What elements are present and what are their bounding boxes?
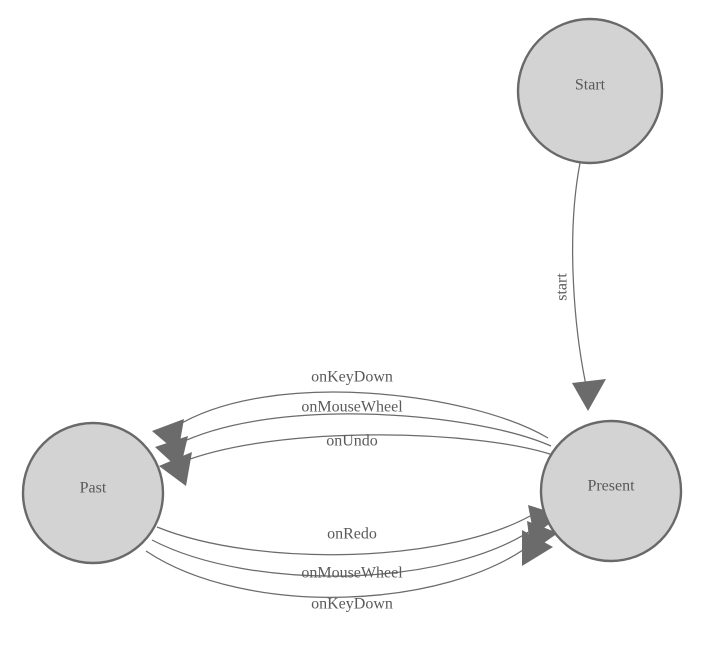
- edge-onundo-path: [181, 434, 554, 463]
- node-past-circle: [21, 421, 165, 565]
- edge-onredo-label: onRedo: [327, 526, 377, 543]
- edge-onundo[interactable]: onUndo: [159, 433, 554, 487]
- node-present-label: Present: [587, 478, 635, 495]
- edge-onredo-path: [156, 511, 538, 556]
- edge-start-path: [572, 162, 588, 391]
- node-present-circle: [539, 419, 683, 563]
- edge-onundo-arrowhead: [159, 452, 192, 486]
- node-start-label: Start: [575, 77, 606, 94]
- edge-onmousewheel-undo-path: [177, 413, 552, 447]
- edge-onkeydown-redo[interactable]: onKeyDown: [145, 530, 553, 613]
- edge-onkeydown-redo-label: onKeyDown: [311, 596, 393, 613]
- node-present[interactable]: Present: [539, 419, 683, 563]
- edge-onundo-label: onUndo: [326, 433, 378, 450]
- edge-onkeydown-redo-path: [145, 541, 535, 598]
- edge-onmousewheel-undo-label: onMouseWheel: [301, 399, 403, 416]
- edge-start-label: start: [554, 273, 571, 301]
- node-past[interactable]: Past: [21, 421, 165, 565]
- node-start[interactable]: Start: [516, 17, 664, 165]
- edge-onmousewheel-redo-path: [151, 526, 537, 577]
- node-start-circle: [516, 17, 664, 165]
- edge-onkeydown-redo-arrowhead: [522, 530, 553, 566]
- node-past-label: Past: [80, 480, 107, 497]
- edge-onkeydown-undo-label: onKeyDown: [311, 369, 393, 386]
- edge-onkeydown-undo-path: [174, 391, 549, 439]
- edge-start[interactable]: start: [554, 162, 607, 411]
- edge-onmousewheel-redo-label: onMouseWheel: [301, 565, 403, 582]
- edge-start-arrowhead: [572, 379, 606, 411]
